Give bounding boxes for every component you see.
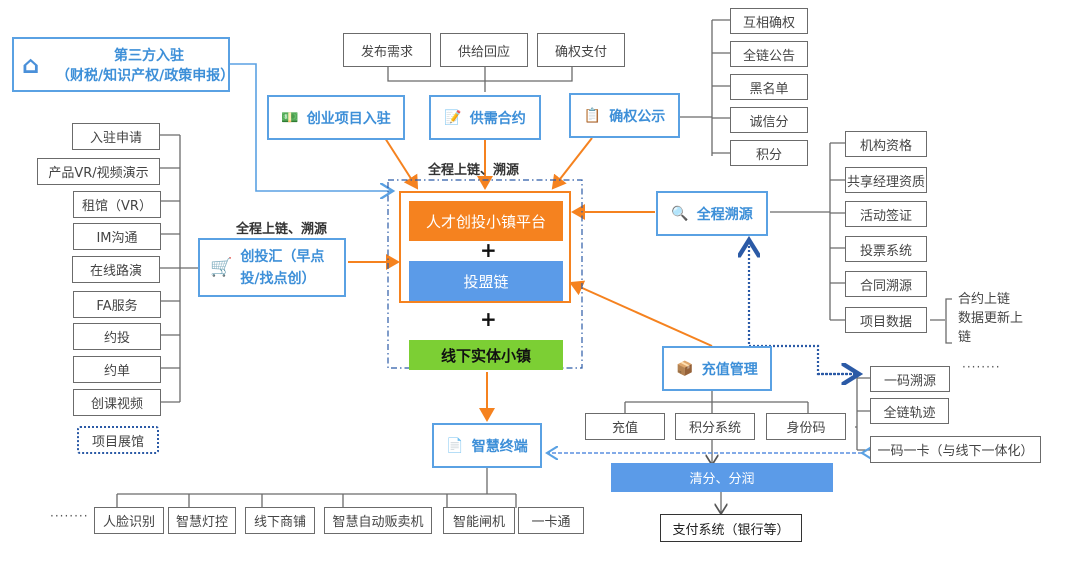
trace-item[interactable]: 共享经理资质 bbox=[845, 167, 927, 193]
project-data-note: 合约上链 数据更新上 链 bbox=[958, 292, 1024, 345]
left-item[interactable]: FA服务 bbox=[73, 291, 161, 318]
invest-hub-module[interactable]: 🛒 创投汇（早点投/找点创） bbox=[198, 238, 346, 297]
money-icon: 💵 bbox=[281, 109, 299, 126]
core-container bbox=[387, 179, 583, 369]
left-item[interactable]: 产品VR/视频演示 bbox=[37, 158, 160, 185]
checklist-icon: 📋 bbox=[583, 107, 602, 124]
left-item[interactable]: 在线路演 bbox=[72, 256, 160, 283]
document-icon: 📄 bbox=[446, 437, 464, 454]
terminal-item[interactable]: 一卡通 bbox=[518, 507, 584, 534]
step-publish[interactable]: 发布需求 bbox=[343, 33, 431, 67]
search-globe-icon: 🔍 bbox=[671, 205, 689, 222]
left-item[interactable]: IM沟通 bbox=[73, 223, 161, 250]
left-item[interactable]: 入驻申请 bbox=[72, 123, 160, 150]
step-supply[interactable]: 供给回应 bbox=[440, 33, 528, 67]
recharge-item[interactable]: 积分系统 bbox=[675, 413, 755, 440]
left-item[interactable]: 约投 bbox=[73, 323, 161, 350]
plus-sign: + bbox=[480, 307, 497, 331]
document-pen-icon: 📝 bbox=[444, 109, 462, 126]
rights-publicity-module[interactable]: 📋确权公示 bbox=[569, 93, 680, 138]
payment-system-box[interactable]: 支付系统（银行等） bbox=[660, 514, 802, 542]
chain-block[interactable]: 投盟链 bbox=[409, 261, 563, 301]
chain-label-left: 全程上链、溯源 bbox=[236, 222, 328, 237]
project-hall-box[interactable]: 项目展馆 bbox=[77, 426, 159, 454]
third-party-subtitle: （财税/知识产权/政策申报） bbox=[56, 67, 235, 84]
trace-item[interactable]: 项目数据 bbox=[845, 307, 927, 333]
left-item[interactable]: 创课视频 bbox=[73, 389, 161, 416]
terminal-item[interactable]: 智能闸机 bbox=[443, 507, 515, 534]
recharge-module[interactable]: 📦充值管理 bbox=[662, 346, 772, 391]
plus-sign: + bbox=[480, 238, 497, 262]
recharge-item[interactable]: 身份码 bbox=[766, 413, 846, 440]
terminal-item[interactable]: 智慧灯控 bbox=[168, 507, 236, 534]
code-item[interactable]: 全链轨迹 bbox=[870, 398, 949, 424]
supply-contract-module[interactable]: 📝供需合约 bbox=[429, 95, 541, 140]
startup-entry-module[interactable]: 💵创业项目入驻 bbox=[267, 95, 405, 140]
terminal-item[interactable]: 线下商铺 bbox=[245, 507, 315, 534]
rights-item[interactable]: 黑名单 bbox=[730, 74, 808, 100]
recharge-item[interactable]: 充值 bbox=[585, 413, 665, 440]
trace-item[interactable]: 投票系统 bbox=[845, 236, 927, 262]
rights-item[interactable]: 互相确权 bbox=[730, 8, 808, 34]
ellipsis-left: ········ bbox=[50, 509, 89, 523]
left-item[interactable]: 租馆（VR） bbox=[73, 191, 161, 218]
rights-item[interactable]: 全链公告 bbox=[730, 41, 808, 67]
step-confirm-pay[interactable]: 确权支付 bbox=[537, 33, 625, 67]
trace-item[interactable]: 机构资格 bbox=[845, 131, 927, 157]
third-party-box[interactable]: ⌂ 第三方入驻 （财税/知识产权/政策申报） bbox=[12, 37, 234, 92]
trace-item[interactable]: 活动签证 bbox=[845, 201, 927, 227]
rights-item[interactable]: 诚信分 bbox=[730, 107, 808, 133]
platform-block[interactable]: 人才创投小镇平台 bbox=[409, 201, 563, 241]
left-item[interactable]: 约单 bbox=[73, 356, 161, 383]
smart-terminal-module[interactable]: 📄智慧终端 bbox=[432, 423, 542, 468]
cart-icon: 🛒 bbox=[210, 257, 233, 278]
box-arrows-icon: 📦 bbox=[676, 360, 694, 377]
house-icon: ⌂ bbox=[22, 51, 40, 79]
code-item[interactable]: 一码一卡（与线下一体化） bbox=[870, 436, 1041, 463]
settlement-block[interactable]: 清分、分润 bbox=[611, 463, 833, 492]
code-item[interactable]: 一码溯源 bbox=[870, 366, 950, 392]
terminal-item[interactable]: 智慧自动贩卖机 bbox=[324, 507, 432, 534]
third-party-title: 第三方入驻 bbox=[114, 47, 184, 64]
terminal-item[interactable]: 人脸识别 bbox=[94, 507, 164, 534]
chain-label-top: 全程上链、溯源 bbox=[428, 163, 520, 178]
rights-item[interactable]: 积分 bbox=[730, 140, 808, 166]
ellipsis-right: ········ bbox=[962, 360, 1001, 374]
full-trace-module[interactable]: 🔍全程溯源 bbox=[656, 191, 768, 236]
offline-town-block[interactable]: 线下实体小镇 bbox=[409, 340, 563, 370]
trace-item[interactable]: 合同溯源 bbox=[845, 271, 927, 297]
